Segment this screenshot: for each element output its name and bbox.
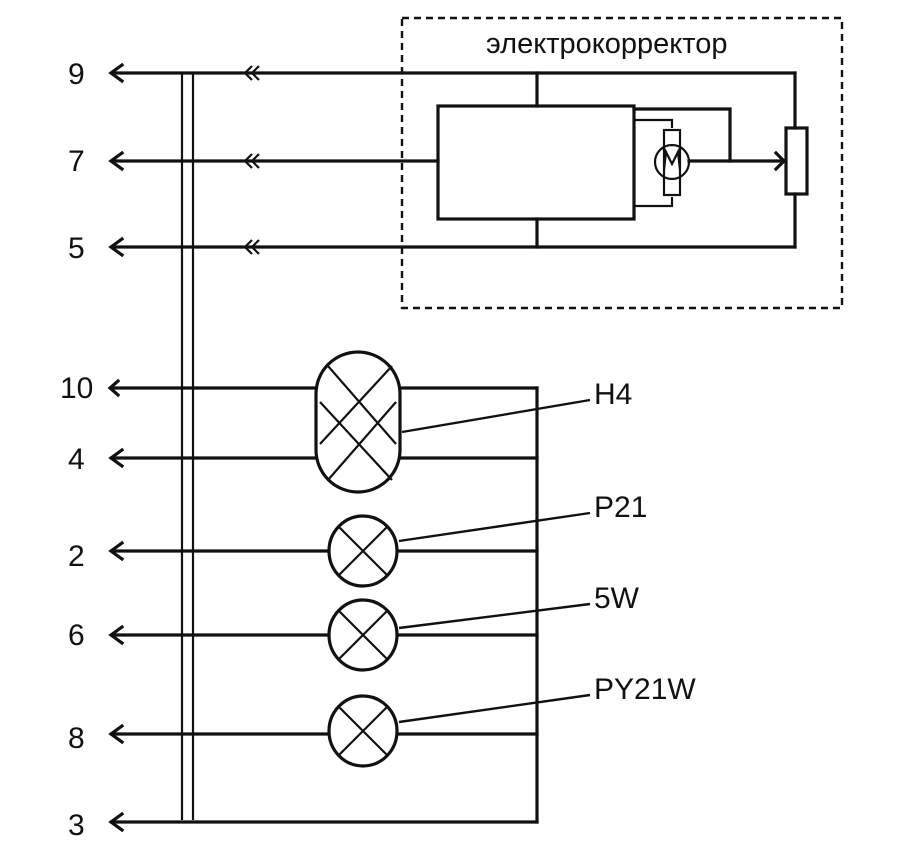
corrector-enclosure (400, 16, 844, 310)
arrow-left-icon (108, 723, 125, 745)
pin-label-10: 10 (60, 372, 93, 405)
connector-icon (243, 153, 260, 169)
potentiometer-icon (784, 126, 809, 196)
lamp-py21w-icon (327, 694, 399, 768)
pin-row-5: 5 (68, 232, 797, 265)
pin-label-6: 6 (68, 619, 85, 652)
arrow-left-icon (108, 62, 125, 84)
lamp-p21-icon (327, 514, 399, 588)
pin-row-8: 8 (68, 722, 539, 755)
arrow-left-icon (108, 236, 125, 258)
pin-row-10: 10 (60, 372, 539, 405)
lamp-label-py21w: PY21W (594, 673, 696, 706)
arrow-left-icon (108, 447, 125, 469)
connector-icon (243, 239, 260, 255)
control-unit (436, 104, 636, 221)
arrow-left-icon (107, 378, 121, 398)
pin-label-8: 8 (68, 722, 85, 755)
pin-label-7: 7 (68, 145, 85, 178)
arrow-left-icon (108, 811, 125, 833)
lamp-label-5w: 5W (594, 582, 640, 615)
lamp-5w: 5W (327, 582, 640, 672)
corrector-circuit (436, 71, 809, 249)
pin-row-2: 2 (68, 540, 539, 573)
arrow-left-icon (108, 150, 125, 172)
pin-label-5: 5 (68, 232, 85, 265)
pin-label-3: 3 (68, 809, 85, 842)
lamp-p21: P21 (327, 491, 647, 588)
pin-row-4: 4 (68, 443, 539, 476)
pin-label-2: 2 (68, 540, 85, 573)
lamp-h4: H4 (314, 350, 632, 494)
pin-label-9: 9 (68, 58, 85, 91)
pin-row-9: 9 (68, 58, 797, 91)
connector-icon (243, 65, 260, 81)
pin-row-3: 3 (68, 809, 539, 842)
pin-label-4: 4 (68, 443, 85, 476)
wiper-arrow-icon (773, 150, 787, 172)
motor-icon (653, 128, 691, 197)
lamp-py21w: PY21W (327, 673, 696, 768)
lamp-5w-icon (327, 598, 399, 672)
lamp-h4-icon (314, 350, 402, 494)
arrow-left-icon (108, 540, 125, 562)
pin-row-6: 6 (68, 619, 539, 652)
lamp-label-h4: H4 (594, 378, 632, 411)
lamp-label-p21: P21 (594, 491, 647, 524)
corrector-label: электрокорректор (486, 28, 728, 60)
arrow-left-icon (108, 624, 125, 646)
pin-row-7: 7 (68, 145, 440, 178)
